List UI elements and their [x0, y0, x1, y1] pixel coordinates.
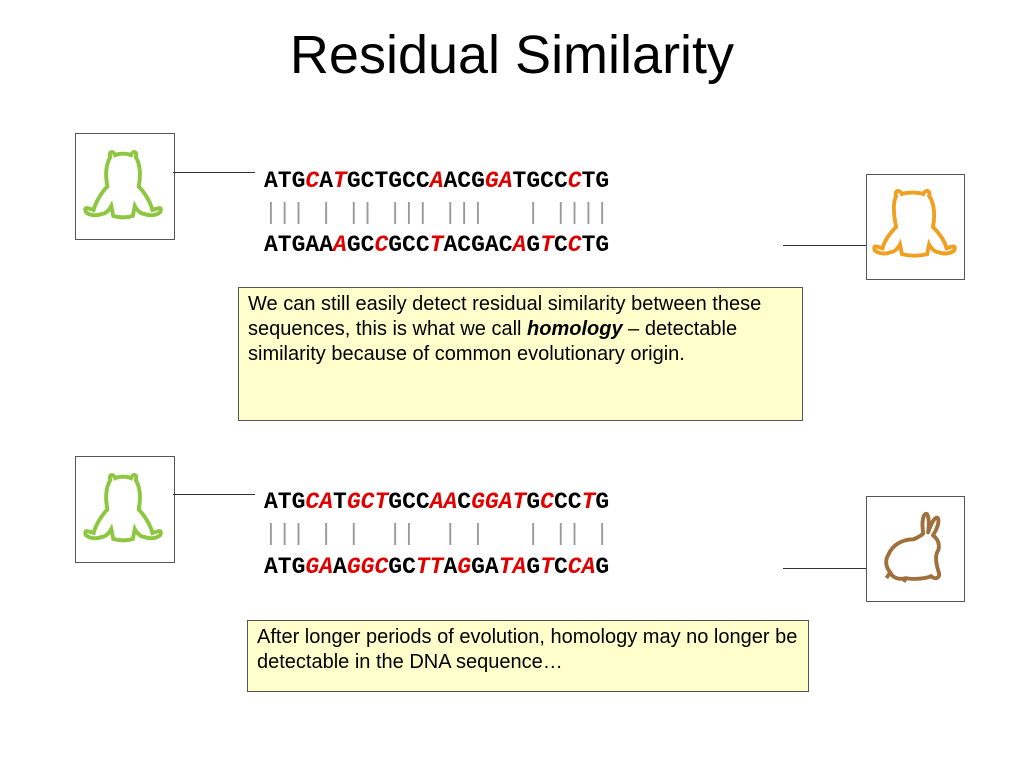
rabbit-icon — [884, 511, 942, 583]
frog-icon — [83, 473, 163, 543]
connector-top-2 — [173, 494, 255, 495]
frog-box-top — [75, 133, 175, 240]
frog-icon — [872, 189, 957, 258]
note-text-1: We can still easily detect residual simi… — [248, 293, 762, 340]
slide-title: Residual Similarity — [289, 25, 735, 85]
connector-bottom-2 — [783, 568, 866, 569]
note-homology: We can still easily detect residual simi… — [238, 287, 803, 421]
connector-top-1 — [173, 172, 255, 173]
rabbit-box — [866, 496, 965, 602]
frog-icon — [83, 150, 163, 220]
note-homology-term: homology — [527, 318, 623, 340]
frog-box-bottom — [866, 174, 965, 280]
sequence-2b: ATGGAAGGCGCTTAGGATAGTCCAG — [264, 554, 610, 580]
connector-bottom-1 — [783, 245, 866, 246]
sequence-1b: ATGAAAGCCGCCTACGACAGTCCTG — [264, 232, 610, 258]
match-bars-1: ||| | || ||| ||| | |||| — [264, 200, 610, 226]
frog-box-top-2 — [75, 456, 175, 563]
match-bars-2: ||| | | || | | | || | — [264, 521, 610, 547]
sequence-1a: ATGCATGCTGCCAACGGATGCCCTG — [264, 168, 610, 194]
note-text-2: – detectable similarity because of commo… — [248, 318, 738, 365]
note-longer-evolution: After longer periods of evolution, homol… — [247, 620, 809, 692]
sequence-2a: ATGCATGCTGCCAACGGATGCCCTG — [264, 489, 610, 515]
